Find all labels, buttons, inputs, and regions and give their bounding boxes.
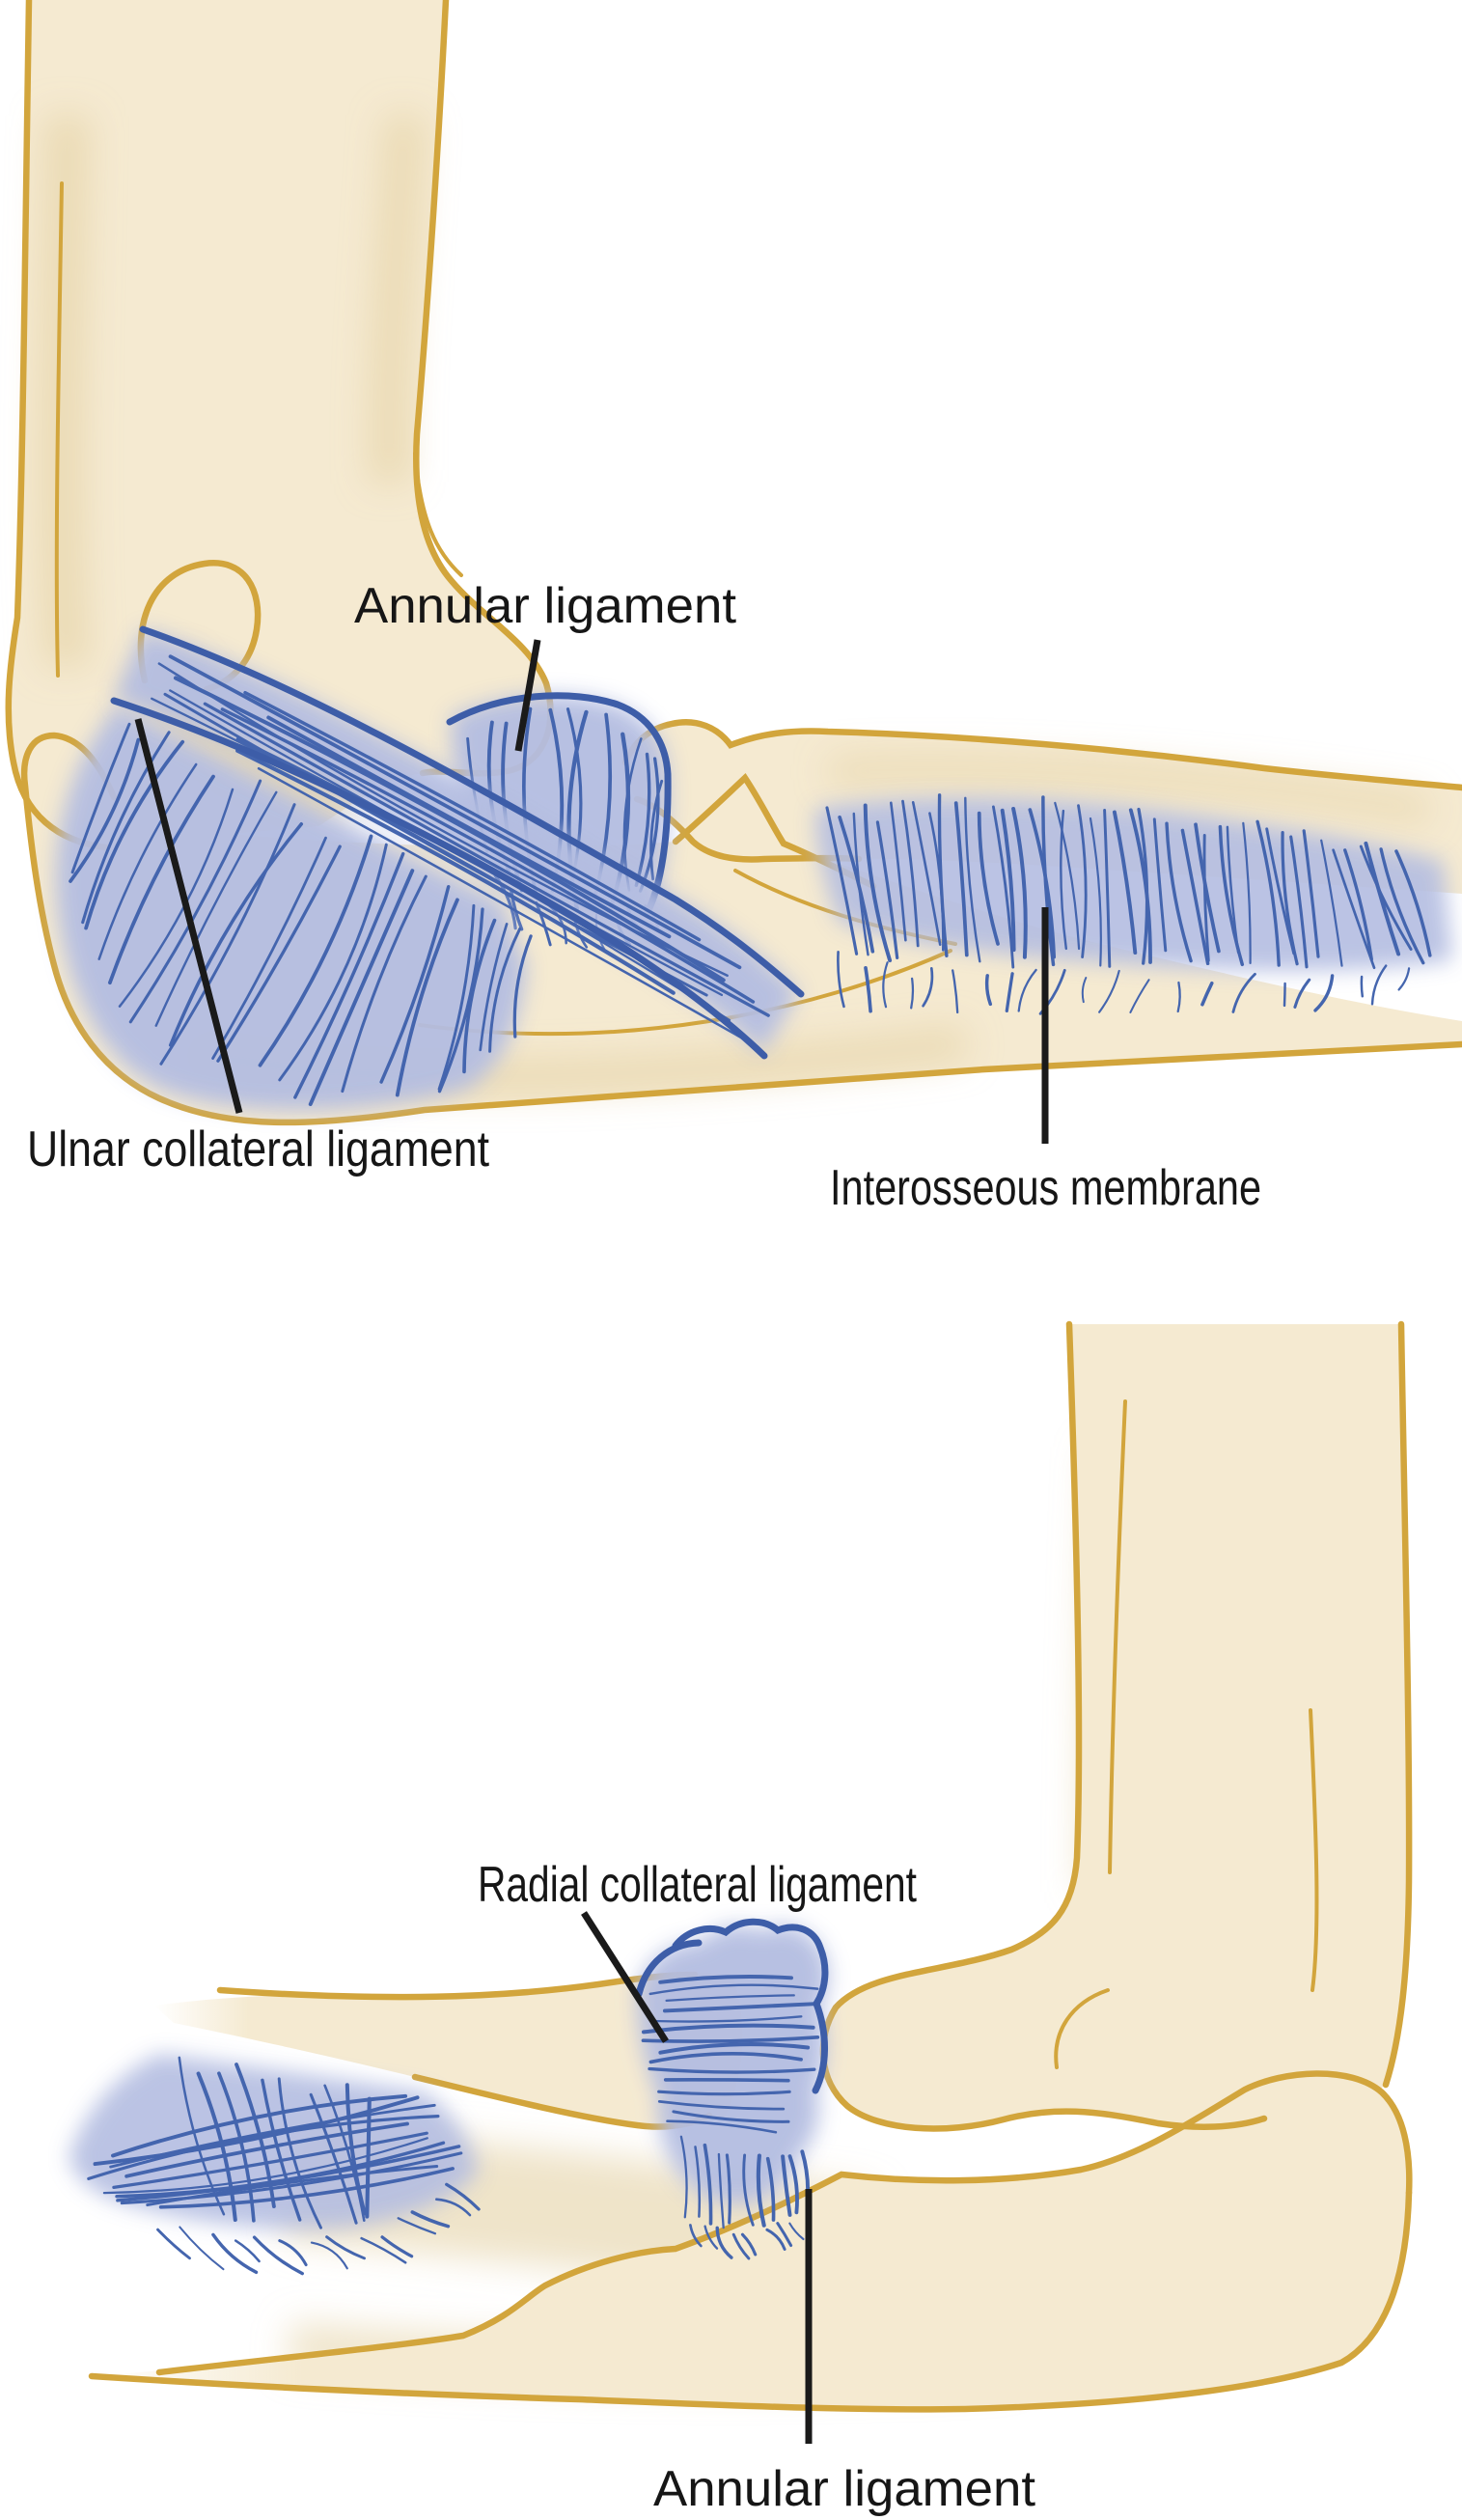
leader-radial-collateral-ligament (581, 1911, 669, 2043)
bottom-view: Radial collateral ligament Annular ligam… (69, 1320, 1413, 2517)
membrane-bottom-fibers-a (87, 2093, 463, 2209)
radius-bone-bottom-view (154, 1972, 743, 2127)
ulna-bottom-edge-bottom (88, 2189, 1413, 2413)
humerus-inner-contour (54, 181, 64, 678)
ucl-band-top-outline (139, 625, 805, 998)
medial-epicondyle-contour (137, 560, 262, 693)
rcl-fibers (641, 1975, 820, 2134)
ucl-band-bottom-outline (110, 697, 768, 1060)
humerus-left-edge (5, 0, 110, 851)
membrane-bottom-fibers-b (178, 2056, 372, 2229)
annular-bottom-fibers (679, 2135, 811, 2229)
radial-collateral-ligament (635, 1918, 829, 2260)
interosseous-fibers (825, 793, 1432, 970)
humerus-left-edge-bottom (819, 1320, 1268, 2132)
label-interosseous-membrane: Interosseous membrane (830, 1160, 1261, 1216)
humerus-bone-bottom-view (822, 1324, 1410, 2129)
label-annular-ligament-bottom: Annular ligament (653, 2461, 1036, 2517)
top-view: Annular ligament Ulnar collateral ligame… (5, 0, 1462, 1216)
interosseous-fringe (837, 950, 1411, 1015)
label-radial-collateral-ligament: Radial collateral ligament (478, 1857, 917, 1913)
capitulum-contour (1054, 1988, 1110, 2069)
membrane-bottom-fringe (156, 2182, 481, 2276)
label-annular-ligament-top: Annular ligament (354, 578, 737, 634)
interosseous-membrane-bottom (69, 2054, 481, 2276)
humerus-right-edge-bottom (1382, 1320, 1413, 2089)
leader-annular-ligament-top (514, 639, 541, 752)
rcl-left-outline (635, 1939, 703, 1998)
humerus-inner-right-contour (1309, 1708, 1319, 1992)
ulna-top-edge-bottom (155, 2070, 1413, 2376)
leader-ulnar-collateral-ligament (134, 718, 243, 1114)
humerus-inner-contour-bottom (1108, 1399, 1127, 1874)
rcl-right-outline (812, 2000, 828, 2094)
interosseous-membrane (815, 793, 1452, 1015)
radius-top-edge (621, 719, 1462, 791)
rcl-top-curl-outline (672, 1918, 829, 2008)
label-ulnar-collateral-ligament: Ulnar collateral ligament (27, 1122, 489, 1177)
ulna-bone-bottom-view (92, 2073, 1410, 2410)
olecranon-edge (20, 732, 1462, 1126)
annular-bottom-fringe (689, 2222, 805, 2260)
